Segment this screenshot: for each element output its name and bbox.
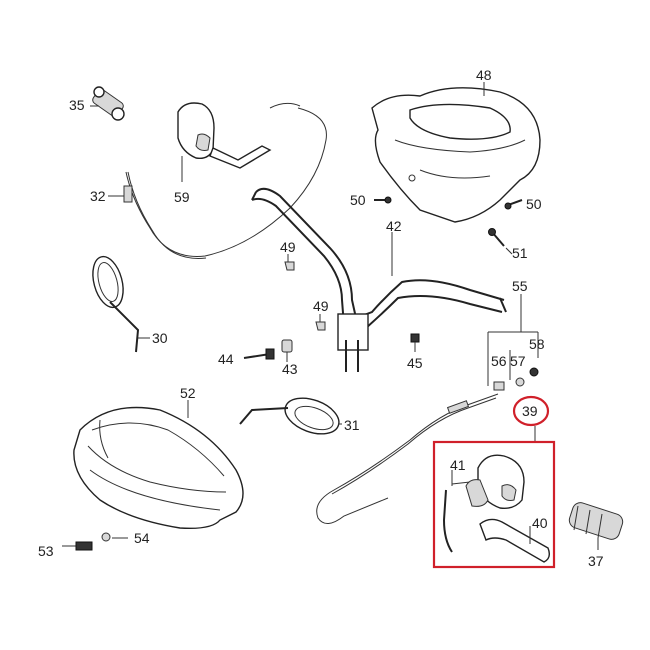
part-37-right-grip <box>568 502 624 550</box>
part-label-49a: 49 <box>280 239 296 255</box>
part-52-front-fairing <box>73 400 244 530</box>
part-label-44: 44 <box>218 351 234 367</box>
part-label-54: 54 <box>134 530 150 546</box>
part-label-31: 31 <box>344 417 360 433</box>
part-label-37: 37 <box>588 553 604 569</box>
part-label-57: 57 <box>510 353 526 369</box>
part-label-48: 48 <box>476 67 492 83</box>
part-label-55: 55 <box>512 278 528 294</box>
part-44-bolt <box>243 348 275 360</box>
part-label-50b: 50 <box>526 196 542 212</box>
part-label-41: 41 <box>450 457 466 473</box>
part-label-42: 42 <box>386 218 402 234</box>
part-49b-clip <box>315 314 326 331</box>
brake-cable <box>316 393 499 524</box>
part-label-52: 52 <box>180 385 196 401</box>
part-50b-screw <box>504 199 523 210</box>
part-53-bolt <box>62 541 93 551</box>
part-label-56: 56 <box>491 353 507 369</box>
part-label-32: 32 <box>90 188 106 204</box>
part-55-group-bracket <box>487 294 539 386</box>
part-label-35: 35 <box>69 97 85 113</box>
part-59-switch-housing <box>177 102 272 182</box>
part-54-washer <box>101 532 128 542</box>
part-label-51: 51 <box>512 245 528 261</box>
part-45-bolt <box>410 333 420 352</box>
part-label-50a: 50 <box>350 192 366 208</box>
part-label-40: 40 <box>532 515 548 531</box>
part-49a-clip <box>284 254 295 271</box>
part-label-59: 59 <box>174 189 190 205</box>
part-41-lever-pin <box>442 470 471 553</box>
part-32-throttle-cable <box>108 102 327 259</box>
part-39-switch-housing <box>465 454 525 510</box>
part-50a-screw <box>374 196 392 204</box>
part-label-58: 58 <box>529 336 545 352</box>
part-label-49b: 49 <box>313 298 329 314</box>
part-51-bolt <box>488 228 513 255</box>
part-48-handlebar-cover <box>371 82 541 223</box>
part-label-45: 45 <box>407 355 423 371</box>
part-42-handlebar <box>251 187 507 372</box>
part-56-57-58-fittings <box>493 367 539 391</box>
part-label-53: 53 <box>38 543 54 559</box>
part-label-39: 39 <box>522 403 538 419</box>
part-30-left-mirror <box>92 255 150 353</box>
part-39-highlight <box>432 395 556 569</box>
part-40-brake-lever <box>479 518 551 563</box>
part-35-throttle-grip <box>90 86 125 121</box>
part-31-right-mirror <box>239 397 342 435</box>
part-43-nut <box>281 339 293 362</box>
part-label-30: 30 <box>152 330 168 346</box>
part-label-43: 43 <box>282 361 298 377</box>
